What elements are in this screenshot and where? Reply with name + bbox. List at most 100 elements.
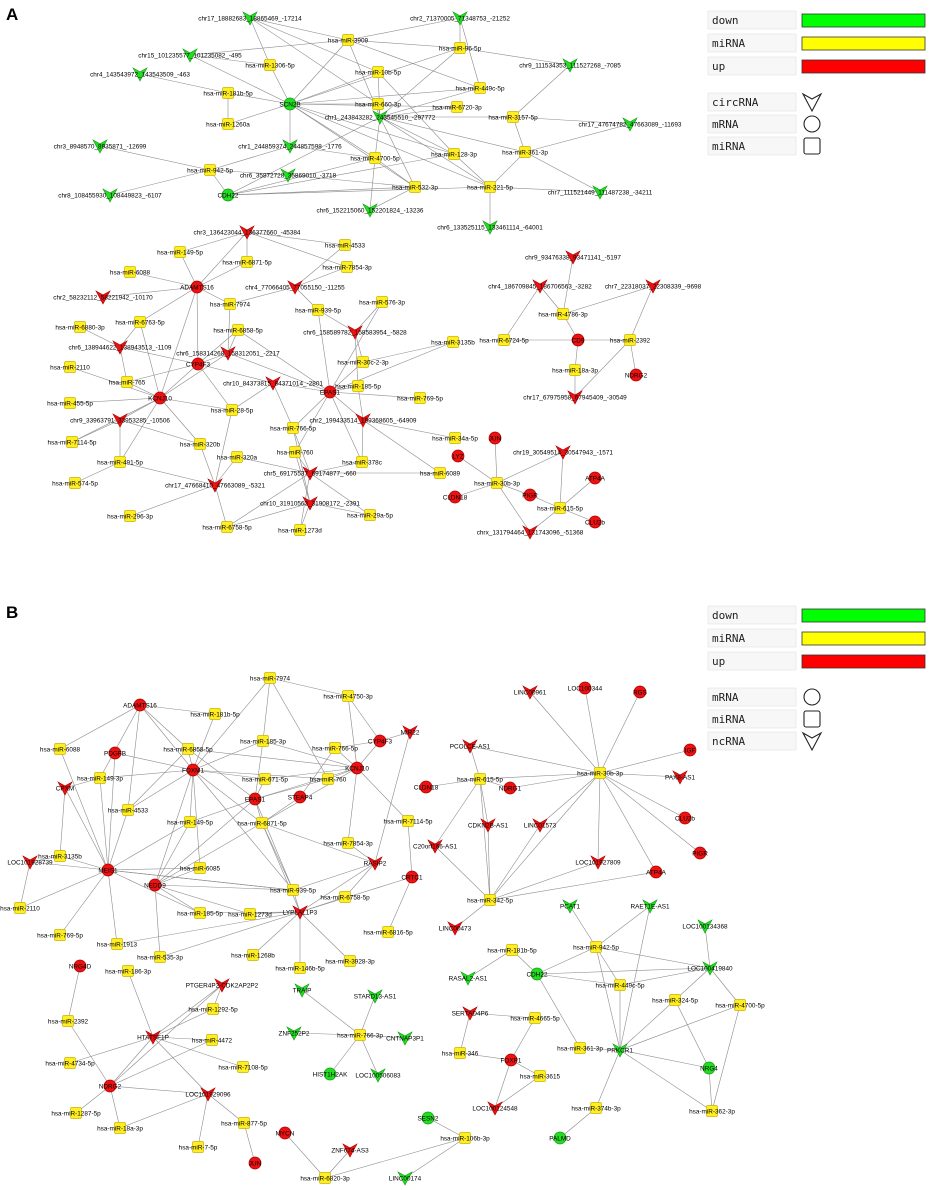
network-node-hsa-mir-4750-3p: hsa-miR-4750-3p [323,690,373,702]
node-label: hsa-miR-1260a [206,121,250,128]
panel-b-edge [107,869,294,891]
panel-b-edge [584,687,601,774]
panel-b-edge [109,1085,209,1095]
panel-a-edge [227,103,291,125]
node-label: chrx_131794464_131743096_-51368 [477,529,584,536]
panel-b-edge [139,704,194,771]
node-label: hsa-miR-7854-3p [322,264,372,271]
network-node-cd9: CD9 [572,333,585,347]
panel-b-edge [434,845,491,901]
network-node-clu2b: CLU2b [675,811,695,825]
node-label: hsa-miR-4700-5p [715,1002,765,1009]
network-node-chr4-143543972-143543509-463: chr4_143543972_143543509_-463 [90,67,190,82]
node-label: hsa-miR-96-5p [439,45,482,52]
legend-shape-icon [803,137,821,155]
ncrna-node-v [294,983,310,998]
panel-a-letter: A [6,5,18,24]
mirna-node-square [154,951,166,963]
panel-a-edge [159,397,201,445]
panel-a-edge [246,231,346,246]
node-label: ATP4A [646,869,667,876]
network-node-hsa-mir-7-5p: hsa-miR-7-5p [179,1141,218,1153]
network-node-pax8-as1: PAX8-AS1 [665,770,695,785]
panel-b-edge [559,1107,597,1139]
panel-b-edge [708,1067,713,1112]
node-label: CLU2b [585,519,605,526]
node-label: hsa-miR-6089 [420,470,461,477]
network-node-hsa-mir-346: hsa-miR-346 [442,1047,479,1059]
node-label: hsa-miR-1273d [278,527,322,534]
panel-b-edge [595,946,621,1051]
ncrna-node-v [367,856,383,871]
panel-b-edge [139,704,189,750]
panel-b-edge [619,1049,713,1112]
network-node-lyz: LYZ [451,449,465,463]
network-node-hsa-mir-30b-3p: hsa-miR-30b-3p [474,477,520,489]
panel-a-edge [159,363,199,399]
network-node-hsa-mir-449c-5p: hsa-miR-449c-5p [595,979,645,991]
panel-b-edge [479,778,491,901]
panel-a-edge [494,437,498,484]
panel-b-edge [489,824,541,901]
node-label: hsa-miR-28-5p [211,407,254,414]
panel-a-edge [329,341,454,393]
network-node-chr6-158589782-158583954-5828: chr6_158589782_158583954_-5828 [303,325,407,340]
panel-a-edge [369,186,416,211]
node-label: hsa-miR-18a-3p [97,1125,143,1132]
panel-b-edge [489,861,599,901]
mirna-node-square [382,926,394,938]
mrna-node-circle [678,811,692,825]
network-node-hsa-mir-4700-5p: hsa-miR-4700-5p [715,999,765,1011]
node-label: MIR22 [401,729,420,736]
network-node-hsa-mir-766-5p: hsa-miR-766-5p [270,422,316,434]
panel-b-edge [469,745,601,774]
panel-b-edge [192,769,201,869]
node-label: hsa-miR-939-5p [295,307,341,314]
node-label: chr2_58232112_58221942_-10170 [53,294,153,301]
node-label: hsa-miR-766-3p [337,1032,383,1039]
panel-b-edge [595,905,651,948]
panel-a-edge [79,326,121,348]
panel-b-edge [154,884,251,915]
mirna-node-square [294,524,306,536]
mrna-node-circle [248,792,262,806]
panel-a-edge [496,451,564,484]
network-node-chr17-67975958-67945409-30549: chr17_67975958_67945409_-30549 [523,390,627,405]
network-node-adamts16: ADAMTS16 [123,698,157,712]
mirna-node-square [498,334,510,346]
node-label: LYZ [452,453,463,460]
mirna-node-square [134,316,146,328]
panel-b-edge [597,772,601,863]
panel-a-edge [374,157,416,188]
mirna-node-square [364,509,376,521]
panel-a-edge [377,71,455,155]
mirna-node-square [182,743,194,755]
mirna-node-square [124,266,136,278]
node-label: hsa-miR-30b-3p [577,770,623,777]
panel-b-edge [243,1122,256,1164]
network-node-lyplal1p3: LYPLAL1P3 [283,905,318,920]
mirna-node-square [207,1003,219,1015]
legend-shape-icon [803,688,821,706]
ncrna-node-v [612,1043,628,1058]
panel-b-edge [704,925,711,969]
network-node-hsa-mir-106b-3p: hsa-miR-106b-3p [440,1132,490,1144]
panel-b-edge [599,691,641,774]
panel-b-edge [293,1032,361,1036]
node-label: hsa-miR-149-5p [157,249,203,256]
network-node-cyp4f3: CYP4F3 [186,357,211,371]
panel-a-edge [329,391,363,463]
panel-b-edge [487,824,491,901]
mrna-node-circle [278,1126,292,1140]
panel-b-edge [107,809,129,871]
panel-b-edge [344,862,376,898]
node-label: hsa-miR-186-3p [105,968,151,975]
panel-a-edge [227,153,455,196]
mirna-node-square [54,929,66,941]
panel-b-edge [114,752,194,771]
network-node-linc00961: LINC00961 [514,685,547,700]
panel-b-edge [599,749,691,774]
network-node-hsa-mir-939-5p: hsa-miR-939-5p [270,884,316,896]
panel-a-edge [457,455,498,484]
mrna-node-circle [649,865,663,879]
